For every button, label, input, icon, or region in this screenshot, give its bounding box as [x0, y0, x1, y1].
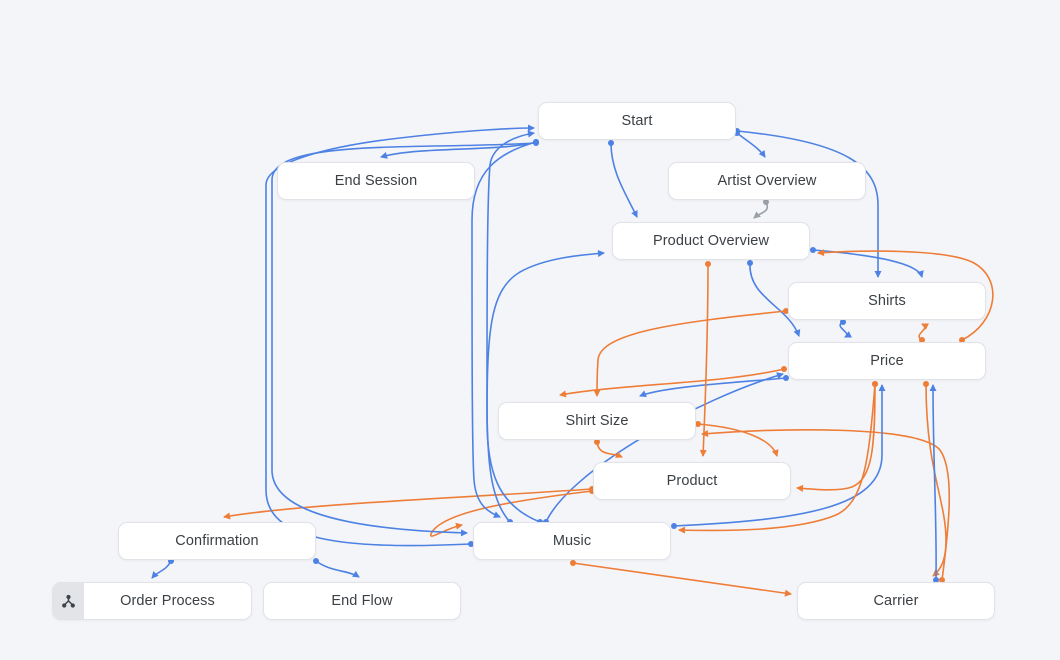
node-product-overview[interactable]: Product Overview — [612, 222, 810, 260]
edge-music-product-overview[interactable] — [486, 250, 605, 525]
node-start[interactable]: Start — [538, 102, 736, 140]
node-carrier[interactable]: Carrier — [797, 582, 995, 620]
node-label: End Flow — [331, 593, 393, 609]
edge-shirts-price[interactable] — [839, 319, 852, 338]
node-price[interactable]: Price — [788, 342, 986, 380]
node-confirmation[interactable]: Confirmation — [118, 522, 316, 560]
subflow-icon-box — [53, 583, 84, 619]
edge-shirt-size-product[interactable] — [594, 439, 623, 458]
edge-price-music[interactable] — [678, 381, 878, 534]
node-order-process[interactable]: Order Process — [52, 582, 252, 620]
node-label: Product Overview — [652, 233, 770, 249]
edge-price-product-overview[interactable] — [817, 249, 994, 343]
node-label: Artist Overview — [717, 173, 817, 189]
node-label: Price — [870, 353, 904, 369]
edge-music-start-mid[interactable] — [486, 130, 535, 525]
edge-price-shirts[interactable] — [918, 323, 929, 343]
edge-carrier-shirt-size[interactable] — [701, 429, 951, 583]
edge-music-carrier[interactable] — [570, 560, 792, 597]
node-label: Shirt Size — [565, 413, 629, 429]
node-label: Shirts — [868, 293, 906, 309]
node-label: Product — [666, 473, 718, 489]
node-end-flow[interactable]: End Flow — [263, 582, 461, 620]
node-label: Music — [552, 533, 592, 549]
node-label: End Session — [334, 173, 418, 189]
edge-product-overview-shirts[interactable] — [810, 247, 924, 278]
node-label: Confirmation — [175, 533, 259, 549]
node-label: Order Process — [120, 593, 215, 609]
edge-confirmation-order-process[interactable] — [151, 558, 174, 579]
node-artist-overview[interactable]: Artist Overview — [668, 162, 866, 200]
node-label: Start — [621, 113, 653, 129]
edge-shirt-size-product-right[interactable] — [695, 421, 779, 457]
node-label: Carrier — [873, 593, 919, 609]
node-shirts[interactable]: Shirts — [788, 282, 986, 320]
edge-confirmation-end-flow[interactable] — [313, 558, 360, 578]
edge-start-music-mid[interactable] — [471, 139, 539, 518]
edge-price-shirt-size-left[interactable] — [559, 366, 787, 398]
edge-product-overview-product[interactable] — [699, 261, 711, 457]
edge-start-artist-overview[interactable] — [734, 130, 766, 158]
edge-product-overview-price[interactable] — [747, 260, 801, 337]
edge-start-product-overview[interactable] — [608, 140, 638, 218]
edge-start-music-left[interactable] — [271, 140, 539, 537]
node-music[interactable]: Music — [473, 522, 671, 560]
node-product[interactable]: Product — [593, 462, 791, 500]
node-shirt-size[interactable]: Shirt Size — [498, 402, 696, 440]
edge-artist-overview-product-overview[interactable] — [753, 199, 769, 219]
subflow-icon — [61, 594, 75, 608]
edge-carrier-price[interactable] — [929, 384, 939, 583]
edge-shirts-shirt-size[interactable] — [593, 308, 789, 397]
edge-product-confirmation[interactable] — [223, 486, 595, 520]
node-end-session[interactable]: End Session — [277, 162, 475, 200]
edge-price-carrier[interactable] — [923, 381, 947, 577]
